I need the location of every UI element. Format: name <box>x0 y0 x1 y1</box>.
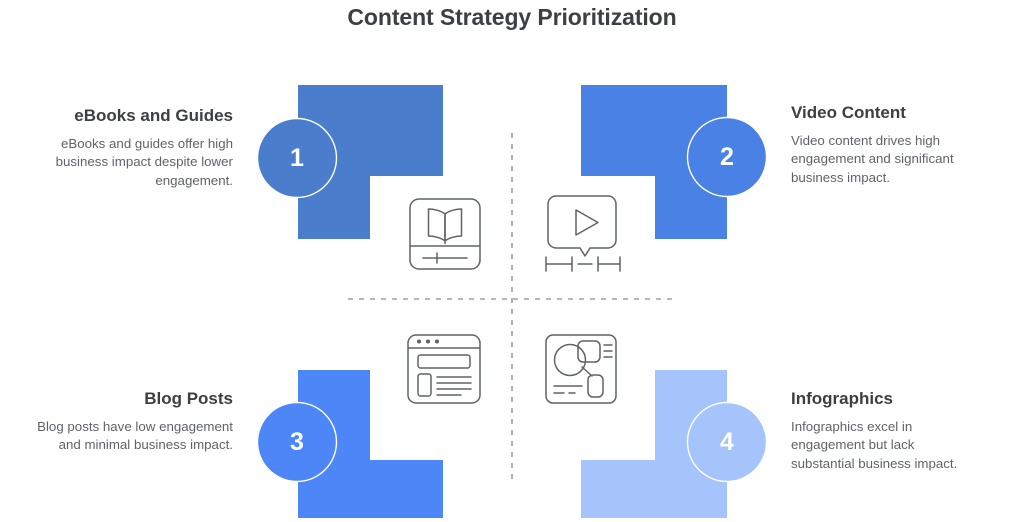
quadrant-4-text-block: Infographics Infographics excel in engag… <box>791 388 976 473</box>
browser-article-icon <box>407 334 481 404</box>
quadrant-2-shape[interactable] <box>581 85 727 239</box>
quadrant-4-heading: Infographics <box>791 389 894 408</box>
open-book-icon <box>409 198 481 270</box>
quadrant-4-shape[interactable] <box>581 370 727 518</box>
quadrant-2-heading: Video Content <box>791 103 906 122</box>
quadrant-3-body: Blog posts have low engagement and minim… <box>37 419 233 453</box>
infographic-diagram-icon <box>545 334 617 404</box>
quadrant-3-text-block: Blog Posts Blog posts have low engagemen… <box>33 388 233 455</box>
quadrant-1-text-block: eBooks and Guides eBooks and guides offe… <box>33 105 233 190</box>
page-title: Content Strategy Prioritization <box>347 4 677 30</box>
quadrant-4-body: Infographics excel in engagement but lac… <box>791 419 958 471</box>
quadrant-2-text-block: Video Content Video content drives high … <box>791 102 976 187</box>
quadrant-1-shape[interactable] <box>298 85 443 239</box>
quadrant-4-badge[interactable] <box>686 401 768 483</box>
quadrant-3-heading: Blog Posts <box>144 389 233 408</box>
quadrant-1-group[interactable] <box>256 85 444 239</box>
quadrant-3-badge[interactable] <box>256 401 338 483</box>
quadrant-3-group[interactable] <box>256 370 444 518</box>
quadrant-3-shape[interactable] <box>298 370 443 518</box>
quadrant-4-group[interactable] <box>581 370 768 518</box>
video-play-bubble-icon <box>545 195 621 272</box>
quadrant-1-body: eBooks and guides offer high business im… <box>55 136 233 188</box>
quadrant-1-heading: eBooks and Guides <box>74 106 233 125</box>
quadrant-1-badge[interactable] <box>256 117 338 199</box>
quadrant-2-group[interactable] <box>581 85 768 239</box>
quadrant-2-badge[interactable] <box>686 116 768 198</box>
quadrant-2-body: Video content drives high engagement and… <box>791 133 954 185</box>
